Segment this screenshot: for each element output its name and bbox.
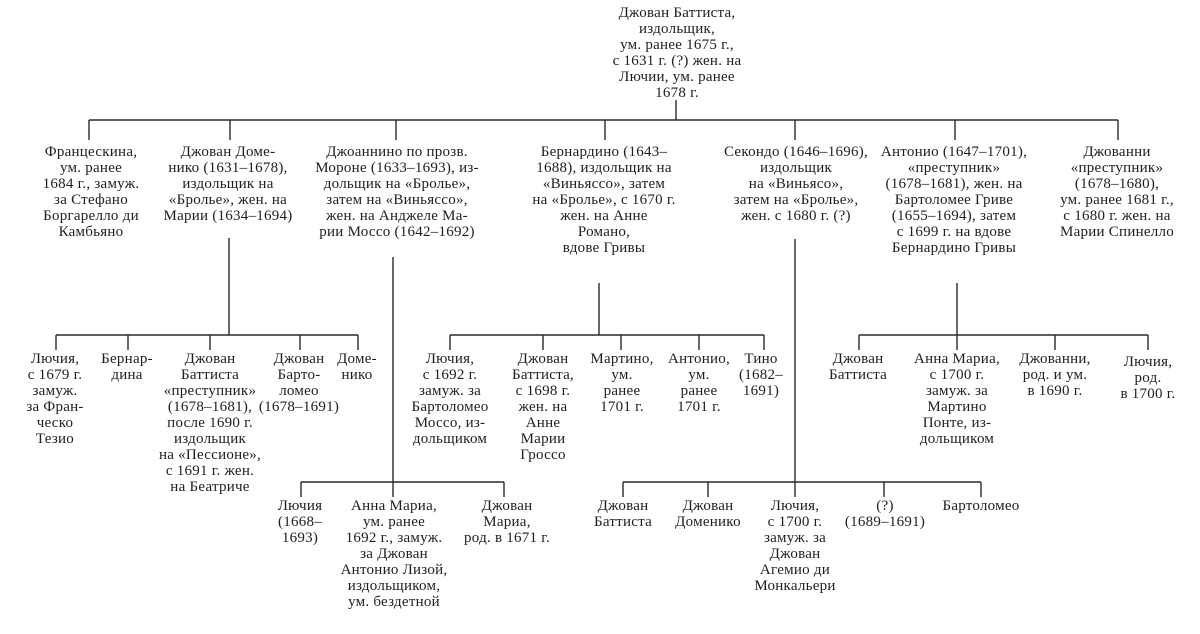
tree-node-franceskina: Францескина, ум. ранее 1684 г., замуж. з… [42, 144, 140, 240]
tree-node-bernardino: Бернардино (1643– 1688), издольщик на «В… [532, 144, 676, 256]
tree-node-child: Анна Мариа, с 1700 г. замуж. за Мартино … [914, 351, 1000, 447]
tree-node-dzhoannino: Джоаннино по прозв. Мороне (1633–1693), … [315, 144, 479, 240]
tree-node-child: Джован Баттиста «преступник» (1678–1681)… [158, 351, 262, 495]
tree-node-root: Джован Баттиста, издольщик, ум. ранее 16… [612, 5, 742, 101]
tree-node-child: Джован Барто- ломео (1678–1691) [258, 351, 340, 415]
tree-node-sekondo: Секондо (1646–1696), издольщик на «Винья… [723, 144, 869, 224]
tree-node-child: Джован Баттиста, с 1698 г. жен. на Анне … [511, 351, 575, 463]
tree-node-dzhovan-domeniko: Джован Доме- нико (1631–1678), издольщик… [163, 144, 293, 224]
tree-node-child: Тино (1682– 1691) [739, 351, 783, 399]
tree-node-child: Джованни, род. и ум. в 1690 г. [1019, 351, 1091, 399]
tree-node-child: Джован Доменико [675, 498, 741, 530]
tree-node-child: Мартино, ум. ранее 1701 г. [590, 351, 654, 415]
tree-node-child: Лючия, с 1679 г. замуж. за Фран- ческо Т… [26, 351, 84, 447]
tree-node-child: Джован Баттиста [593, 498, 653, 530]
tree-node-child: Доме- нико [337, 351, 377, 383]
tree-node-dzhovanni: Джованни «преступник» (1678–1680), ум. р… [1059, 144, 1175, 240]
tree-node-child: Джован Мариа, род. в 1671 г. [464, 498, 550, 546]
tree-node-child: Антонио, ум. ранее 1701 г. [667, 351, 731, 415]
tree-node-child: Бернар- дина [101, 351, 153, 383]
tree-node-child: Бартоломео [942, 498, 1020, 514]
tree-node-child: (?) (1689–1691) [844, 498, 926, 530]
tree-node-child: Лючия (1668– 1693) [277, 498, 323, 546]
tree-node-antonio: Антонио (1647–1701), «преступник» (1678–… [880, 144, 1028, 256]
tree-node-child: Лючия, с 1700 г. замуж. за Джован Агемио… [754, 498, 836, 594]
tree-node-child: Анна Мариа, ум. ранее 1692 г., замуж. за… [340, 498, 448, 610]
tree-node-child: Лючия, род. в 1700 г. [1120, 354, 1176, 402]
tree-node-child: Джован Баттиста [828, 351, 888, 383]
tree-node-child: Лючия, с 1692 г. замуж. за Бартоломео Мо… [411, 351, 489, 447]
